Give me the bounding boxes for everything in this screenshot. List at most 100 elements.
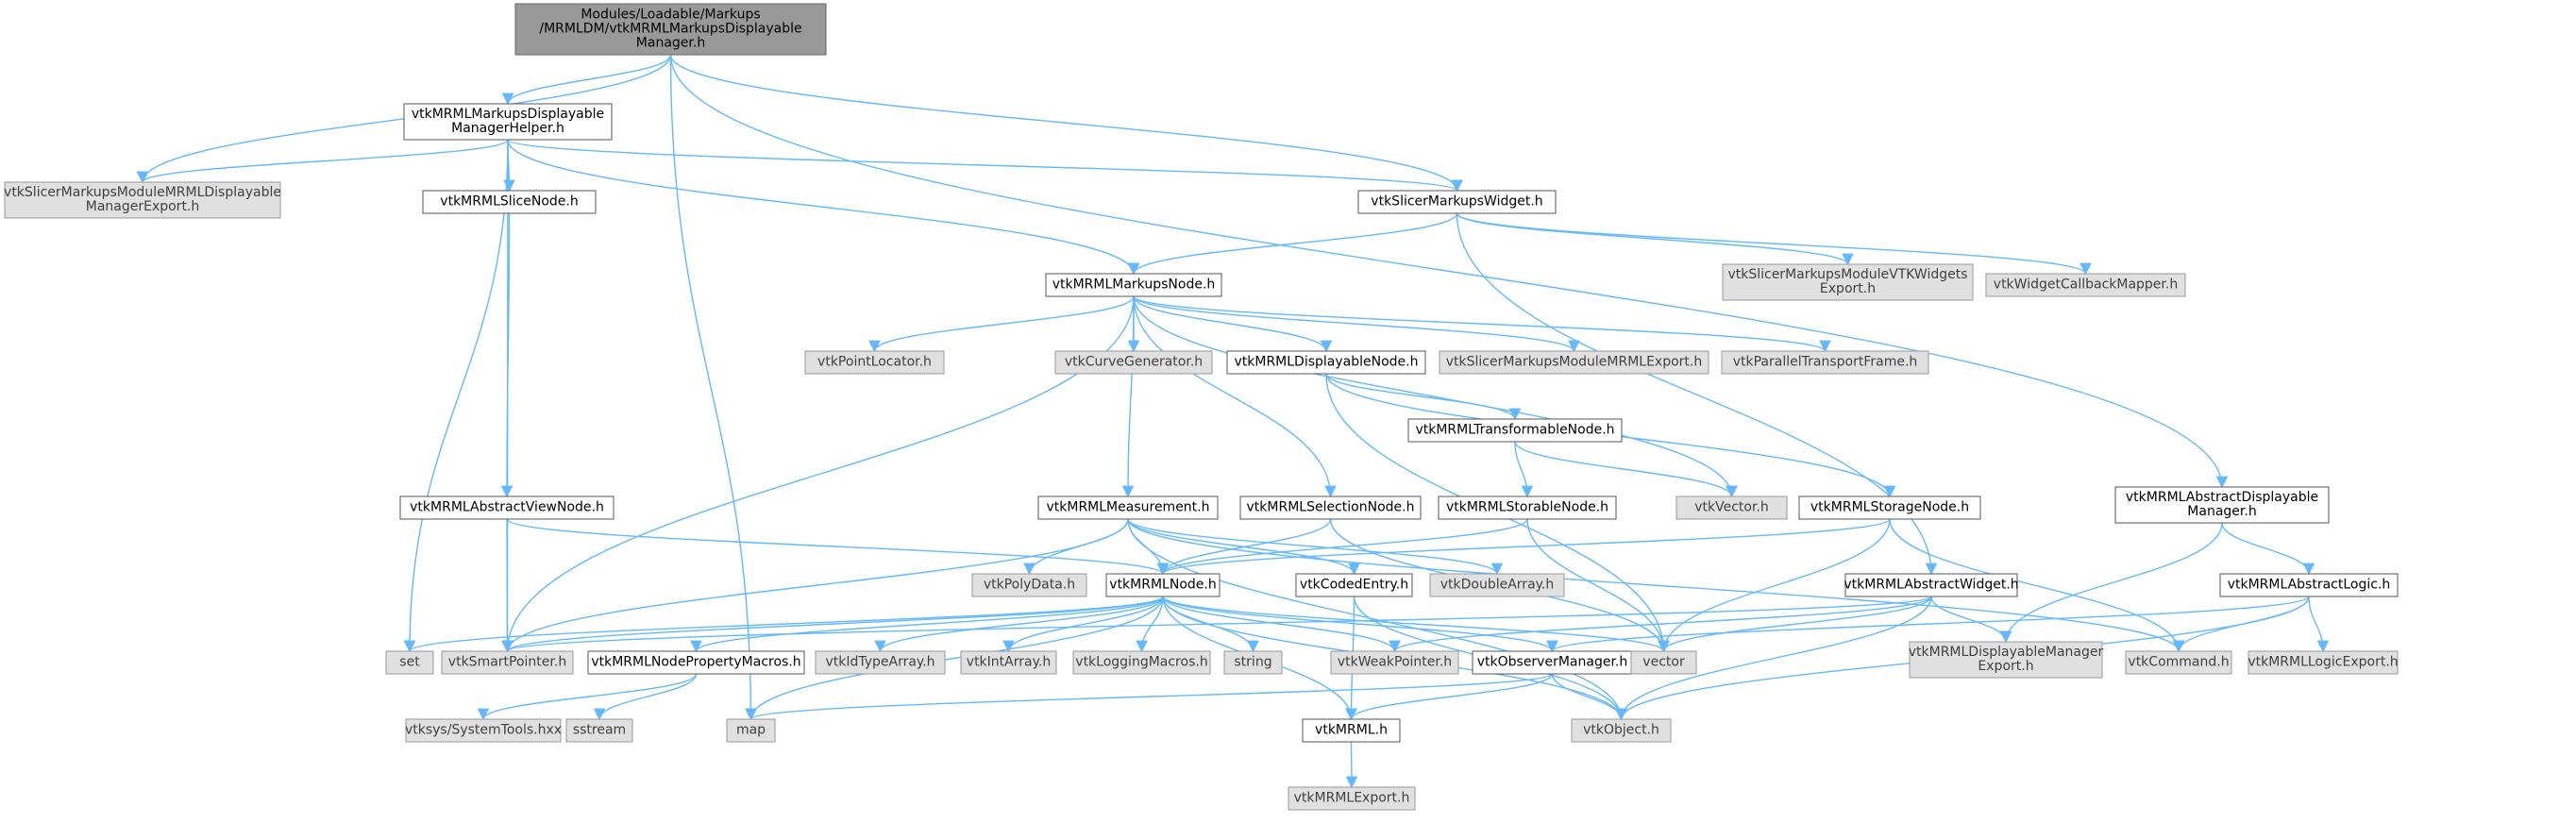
edge-abstractwidget-to-weakpointer — [1389, 596, 1932, 653]
edge-storage-to-vtkcommand — [1889, 518, 2185, 653]
node-mrmlnode[interactable]: vtkMRMLNode.h — [1105, 573, 1221, 597]
node-vtkmrml-label-0: vtkMRML.h — [1315, 723, 1388, 738]
node-abstractview-box — [399, 495, 615, 520]
node-dmexport2-label-0: vtkMRMLDisplayableManager — [1909, 645, 2104, 660]
node-dmexport-label-1: ManagerExport.h — [86, 199, 200, 214]
node-propmacros-box — [587, 650, 805, 675]
edge-markupsnode-to-displayablenode — [1133, 295, 1333, 353]
node-abstractwidget[interactable]: vtkMRMLAbstractWidget.h — [1844, 573, 2019, 597]
node-vtkcommand-box — [2125, 650, 2232, 675]
edge-markupsnode-to-vtkvector — [1133, 295, 1738, 498]
node-widget-box — [1357, 190, 1557, 214]
node-vtkmrml[interactable]: vtkMRML.h — [1302, 718, 1401, 743]
node-map-box — [726, 718, 776, 743]
node-doublearray: vtkDoubleArray.h — [1429, 573, 1565, 597]
node-dmexport2-label-1: Export.h — [1978, 659, 2033, 674]
edge-mrmlnode-to-intarray — [1002, 596, 1164, 653]
node-widget[interactable]: vtkSlicerMarkupsWidget.h — [1357, 190, 1557, 214]
node-slicenode[interactable]: vtkMRMLSliceNode.h — [422, 190, 597, 214]
node-mrmlnode-box — [1105, 573, 1221, 597]
edge-mrmlnode-to-map — [745, 596, 1164, 721]
edge-displayablenode-to-transformable — [1325, 373, 1522, 421]
edge-measurement-to-codedentry — [1127, 518, 1360, 576]
node-helper-label-0: vtkMRMLMarkupsDisplayable — [412, 107, 604, 122]
node-weakpointer-box — [1330, 650, 1459, 675]
edge-vtkmrml-to-mrmlexporth — [1345, 741, 1358, 789]
node-idtypearray: vtkIdTypeArray.h — [815, 650, 946, 675]
node-transformable-box — [1407, 418, 1623, 443]
node-transformable-label-0: vtkMRMLTransformableNode.h — [1415, 423, 1614, 438]
node-absdispmgr-label-0: vtkMRMLAbstractDisplayable — [2126, 490, 2318, 505]
edge-markupsnode-to-selection — [1133, 295, 1337, 498]
edge-markupsnode-to-pointlocator — [868, 295, 1135, 353]
node-pointlocator: vtkPointLocator.h — [804, 350, 945, 375]
edge-helper-to-widget — [507, 139, 1463, 193]
node-polydata-box — [971, 573, 1087, 597]
node-abstractview[interactable]: vtkMRMLAbstractViewNode.h — [399, 495, 615, 520]
edge-markupsnode-to-mrmlexport — [1133, 295, 1580, 353]
node-codedentry-box — [1295, 573, 1413, 597]
node-loggingmacros: vtkLoggingMacros.h — [1072, 650, 1211, 675]
node-loggingmacros-box — [1072, 650, 1211, 675]
node-doublearray-box — [1429, 573, 1565, 597]
node-dmexport2-box — [1909, 641, 2103, 679]
node-codedentry[interactable]: vtkCodedEntry.h — [1295, 573, 1413, 597]
node-mrmlexporth-label-0: vtkMRMLExport.h — [1294, 791, 1410, 806]
edge-slicenode-to-abstractview — [500, 212, 514, 498]
node-measurement[interactable]: vtkMRMLMeasurement.h — [1037, 495, 1219, 520]
node-abstractlogic[interactable]: vtkMRMLAbstractLogic.h — [2219, 573, 2399, 597]
node-markupsnode[interactable]: vtkMRMLMarkupsNode.h — [1045, 273, 1222, 297]
edge-markupsnode-to-smartpointer — [501, 295, 1135, 653]
node-root-label-2: Manager.h — [636, 36, 705, 51]
edge-transformable-to-vtkvector — [1514, 441, 1738, 498]
edge-mrmlnode-to-propmacros — [690, 596, 1164, 653]
edge-propmacros-to-systemtools — [477, 673, 698, 721]
edge-mrmlnode-to-idtypearray — [874, 596, 1164, 653]
node-propmacros[interactable]: vtkMRMLNodePropertyMacros.h — [587, 650, 805, 675]
node-set-label-0: set — [399, 655, 420, 670]
node-systemtools-label-0: vtksys/SystemTools.hxx — [405, 723, 562, 738]
node-vector-label-0: vector — [1642, 655, 1685, 670]
node-systemtools: vtksys/SystemTools.hxx — [405, 718, 562, 743]
edge-abstractview-to-mrmlnode — [506, 518, 1169, 576]
edge-mrmlnode-to-observermgr — [1162, 596, 1558, 653]
node-idtypearray-label-0: vtkIdTypeArray.h — [825, 655, 934, 670]
node-vtkobject-label-0: vtkObject.h — [1583, 723, 1659, 738]
node-markupsnode-box — [1045, 273, 1222, 297]
node-measurement-box — [1037, 495, 1219, 520]
node-root-label-0: Modules/Loadable/Markups — [581, 8, 760, 23]
edge-storable-to-mrmlnode — [1156, 518, 1528, 576]
edge-markupsnode-to-measurement — [1121, 295, 1135, 498]
edge-propmacros-to-sstream — [593, 673, 698, 721]
edge-mrmlnode-to-set — [404, 596, 1164, 653]
node-observermgr[interactable]: vtkObserverManager.h — [1472, 650, 1633, 675]
node-systemtools-box — [405, 718, 562, 743]
nodes-layer: Modules/Loadable/Markups/MRMLDM/vtkMRMLM… — [4, 3, 2399, 811]
node-widget-label-0: vtkSlicerMarkupsWidget.h — [1371, 194, 1542, 210]
node-helper-label-1: ManagerHelper.h — [451, 121, 564, 136]
edge-absdispmgr-to-dmexport2 — [1999, 522, 2223, 644]
node-vtkvector-label-0: vtkVector.h — [1694, 500, 1769, 515]
node-sstream: sstream — [565, 718, 633, 743]
edge-selection-to-mrmlnode — [1156, 518, 1332, 576]
node-root: Modules/Loadable/Markups/MRMLDM/vtkMRMLM… — [514, 3, 827, 56]
node-displayablenode[interactable]: vtkMRMLDisplayableNode.h — [1226, 350, 1426, 375]
node-paralleltransport-box — [1721, 350, 1929, 375]
node-storable[interactable]: vtkMRMLStorableNode.h — [1438, 495, 1617, 520]
node-selection[interactable]: vtkMRMLSelectionNode.h — [1239, 495, 1422, 520]
node-codedentry-label-0: vtkCodedEntry.h — [1300, 578, 1408, 593]
node-transformable[interactable]: vtkMRMLTransformableNode.h — [1407, 418, 1623, 443]
node-loggingmacros-label-0: vtkLoggingMacros.h — [1075, 655, 1207, 670]
node-mrmlexport-label-0: vtkSlicerMarkupsModuleMRMLExport.h — [1446, 355, 1703, 370]
node-storage[interactable]: vtkMRMLStorageNode.h — [1798, 495, 1981, 520]
node-storage-box — [1798, 495, 1981, 520]
node-callbackmapper-label-0: vtkWidgetCallbackMapper.h — [1994, 277, 2178, 293]
edge-abstractwidget-to-vector — [1658, 596, 1932, 653]
edge-markupsnode-to-paralleltransport — [1133, 295, 1831, 353]
node-dmexport: vtkSlicerMarkupsModuleMRMLDisplayableMan… — [4, 181, 281, 219]
node-displayablenode-label-0: vtkMRMLDisplayableNode.h — [1234, 355, 1418, 370]
node-slicenode-box — [422, 190, 597, 214]
node-mrmlexport-box — [1439, 350, 1709, 375]
